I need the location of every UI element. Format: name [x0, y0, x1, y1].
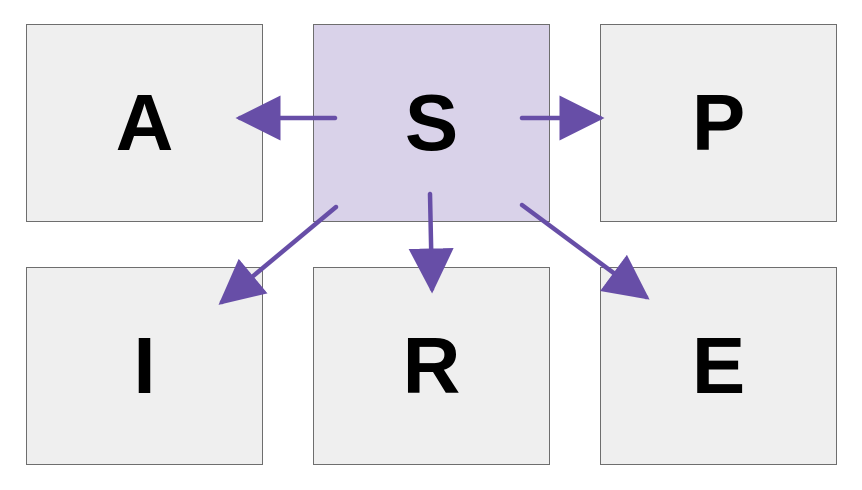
node-e: E — [600, 267, 837, 465]
node-e-label: E — [691, 321, 746, 410]
node-r: R — [313, 267, 550, 465]
node-s-center: S — [313, 24, 550, 222]
node-s-label: S — [404, 78, 459, 167]
node-i: I — [26, 267, 263, 465]
node-a-label: A — [115, 78, 174, 167]
node-a: A — [26, 24, 263, 222]
node-p: P — [600, 24, 837, 222]
node-i-label: I — [133, 321, 156, 410]
node-p-label: P — [691, 78, 746, 167]
node-r-label: R — [402, 321, 461, 410]
